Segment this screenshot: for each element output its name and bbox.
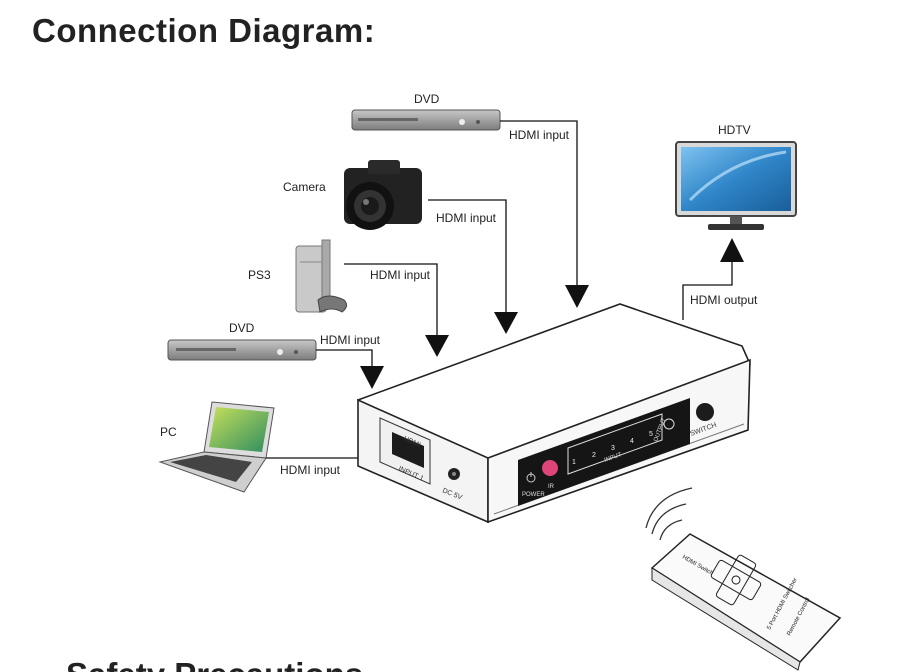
camera-device xyxy=(344,160,422,230)
arrow-dvd-top xyxy=(565,285,589,308)
ir-wave-icon xyxy=(659,519,683,541)
ps3-hdmi-input-label: HDMI input xyxy=(370,268,431,282)
line-camera xyxy=(428,199,507,312)
power-label: POWER xyxy=(522,492,545,498)
ps3-console xyxy=(295,239,348,313)
dvd-player-top xyxy=(351,109,501,131)
pc-label: PC xyxy=(160,425,177,439)
arrow-dvd-left xyxy=(360,366,384,389)
port-4-label: 4 xyxy=(630,438,634,445)
line-dvd-left xyxy=(316,349,373,368)
dvd-player-left xyxy=(167,339,317,361)
arrow-camera xyxy=(494,312,518,334)
line-hdtv xyxy=(682,262,733,320)
camera-label: Camera xyxy=(283,180,326,194)
line-dvd-top xyxy=(500,120,578,285)
hdmi-switch-box xyxy=(357,303,752,524)
input-group-label: INPUT xyxy=(604,452,623,464)
page-title: Connection Diagram: xyxy=(32,12,376,49)
connection-lines xyxy=(266,120,733,459)
dvd-left-label: DVD xyxy=(229,321,255,335)
dvd-left-hdmi-input-label: HDMI input xyxy=(320,333,381,347)
hdtv-label: HDTV xyxy=(718,123,751,137)
switch-button-icon xyxy=(696,403,714,421)
port-2-label: 2 xyxy=(592,452,596,459)
ir-sensor xyxy=(542,460,558,476)
ir-label: IR xyxy=(548,484,555,490)
port-3-label: 3 xyxy=(611,445,615,452)
laptop-pc xyxy=(158,401,275,493)
port-1-label: 1 xyxy=(572,459,576,466)
hdtv-monitor xyxy=(675,141,797,230)
camera-hdmi-input-label: HDMI input xyxy=(436,211,497,225)
arrow-hdtv xyxy=(720,238,744,262)
hdtv-hdmi-output-label: HDMI output xyxy=(690,293,758,307)
port-5-label: 5 xyxy=(649,431,653,438)
pc-hdmi-input-label: HDMI input xyxy=(280,463,341,477)
next-section-heading: Safety Precautions xyxy=(66,652,363,672)
remote-control xyxy=(645,487,842,671)
arrow-ps3 xyxy=(425,335,449,357)
dvd-top-hdmi-input-label: HDMI input xyxy=(509,128,570,142)
line-ps3 xyxy=(344,263,438,335)
dvd-top-label: DVD xyxy=(414,92,440,106)
ps3-label: PS3 xyxy=(248,268,271,282)
